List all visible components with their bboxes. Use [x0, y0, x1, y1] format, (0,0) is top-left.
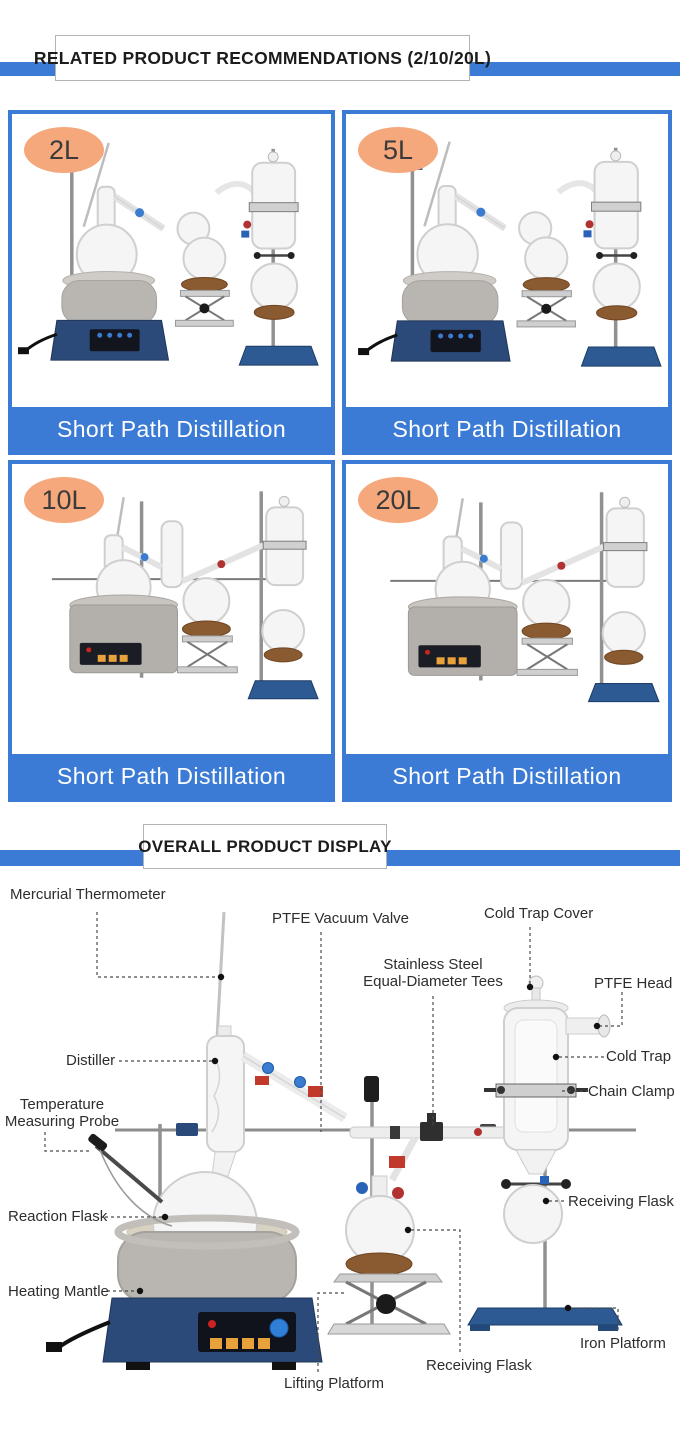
label-receiving-flask-bottom: Receiving Flask	[426, 1357, 532, 1374]
distiller-and-condenser	[206, 911, 348, 1177]
overall-apparatus-illustration	[44, 911, 636, 1372]
product-caption-10l: Short Path Distillation	[12, 754, 331, 798]
capacity-badge-2l: 2L	[24, 127, 104, 173]
label-stainless-steel-tees-line2: Equal-Diameter Tees	[363, 973, 503, 990]
related-products-header: RELATED PRODUCT RECOMMENDATIONS (2/10/20…	[34, 35, 491, 81]
label-cold-trap-cover: Cold Trap Cover	[484, 905, 594, 922]
related-products-title: RELATED PRODUCT RECOMMENDATIONS (2/10/20…	[33, 47, 492, 68]
label-chain-clamp: Chain Clamp	[588, 1083, 675, 1100]
label-iron-platform: Iron Platform	[580, 1335, 666, 1352]
capacity-badge-10l: 10L	[24, 477, 104, 523]
callout-lines	[44, 912, 623, 1372]
label-reaction-flask: Reaction Flask	[8, 1208, 108, 1225]
product-caption-2l: Short Path Distillation	[12, 407, 331, 451]
label-lifting-platform: Lifting Platform	[284, 1375, 385, 1392]
temperature-probe	[88, 1133, 173, 1227]
capacity-badge-5l: 5L	[358, 127, 438, 173]
label-distiller: Distiller	[66, 1052, 116, 1069]
label-heating-mantle: Heating Mantle	[8, 1283, 109, 1300]
label-stainless-steel-tees: Stainless Steel Equal-Diameter Tees	[358, 956, 508, 990]
label-temperature-line2: Measuring Probe	[4, 1113, 120, 1130]
product-card-5l[interactable]: 5L Short Path Distillation	[342, 110, 672, 455]
label-ptfe-vacuum-valve: PTFE Vacuum Valve	[272, 910, 409, 927]
overall-display-title: OVERALL PRODUCT DISPLAY	[138, 836, 392, 856]
product-caption-5l: Short Path Distillation	[346, 407, 668, 451]
label-mercurial-thermometer: Mercurial Thermometer	[10, 886, 166, 903]
label-cold-trap: Cold Trap	[606, 1048, 672, 1065]
label-temperature-line1: Temperature	[19, 1096, 105, 1113]
overall-product-diagram: Mercurial Thermometer PTFE Vacuum Valve …	[0, 880, 680, 1436]
overall-display-header: OVERALL PRODUCT DISPLAY	[138, 824, 391, 869]
tee-assembly	[349, 1113, 508, 1141]
label-stainless-steel-tees-line1: Stainless Steel	[383, 956, 483, 973]
capacity-badge-20l: 20L	[358, 477, 438, 523]
product-card-20l[interactable]: 20L Short Path Distillation	[342, 460, 672, 802]
product-card-10l[interactable]: 10L Short Path Distillation	[8, 460, 335, 802]
product-card-2l[interactable]: 2L Short Path Distillation	[8, 110, 335, 455]
label-receiving-flask-right: Receiving Flask	[568, 1193, 674, 1210]
middle-receiving-flask-and-lifting-platform	[327, 1136, 451, 1335]
label-temperature-measuring-probe: Temperature Measuring Probe	[3, 1096, 121, 1130]
product-caption-20l: Short Path Distillation	[346, 754, 668, 798]
reaction-flask-and-mantle	[46, 1171, 323, 1370]
label-ptfe-head: PTFE Head	[594, 975, 673, 992]
